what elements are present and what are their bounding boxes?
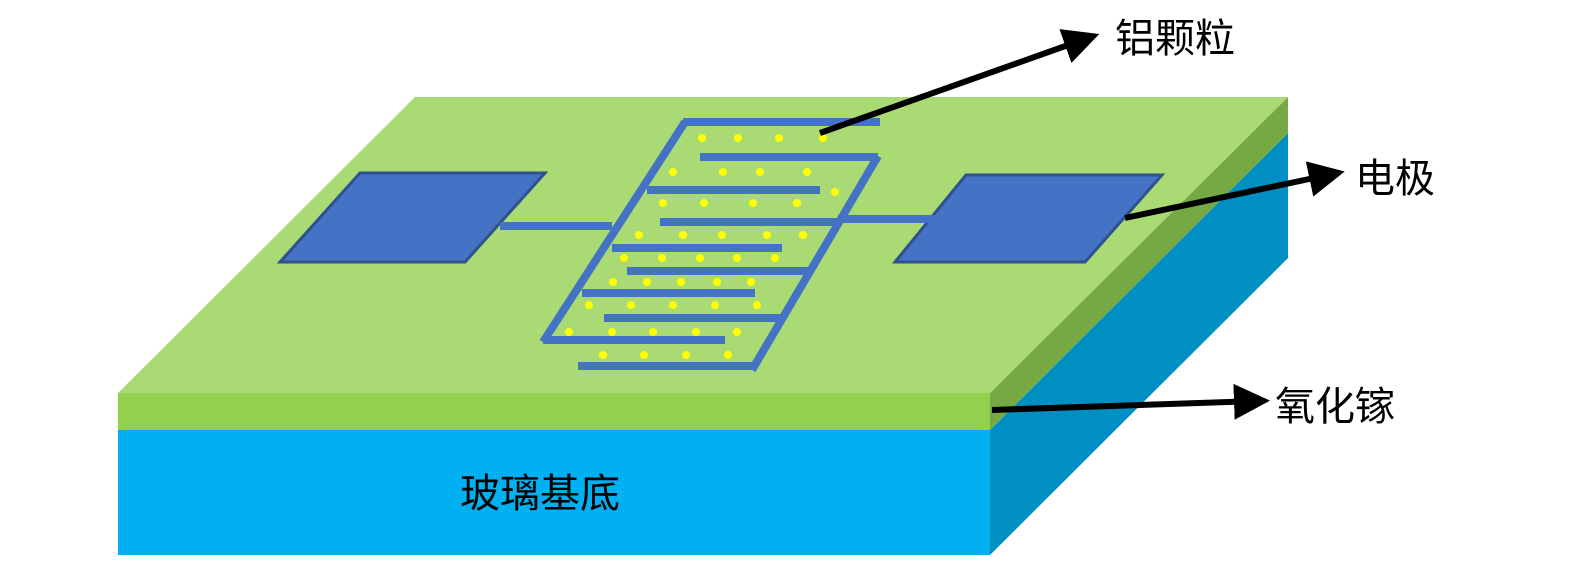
aluminum-particle (698, 134, 706, 142)
aluminum-particle (724, 351, 732, 359)
oxide-front-face (118, 393, 990, 430)
aluminum-particle (756, 168, 764, 176)
aluminum-particle (609, 278, 617, 286)
aluminum-particle (565, 328, 573, 336)
aluminum-particle (799, 231, 807, 239)
arrow-aluminum (818, 29, 1100, 136)
aluminum-particle (608, 328, 616, 336)
interdigitated-electrode (500, 118, 935, 373)
aluminum-particle (669, 168, 677, 176)
aluminum-particle (669, 301, 677, 309)
aluminum-particle (793, 199, 801, 207)
aluminum-particle (627, 301, 635, 309)
label-glass-substrate: 玻璃基底 (460, 471, 620, 517)
aluminum-particle (659, 199, 667, 207)
aluminum-particle (692, 328, 700, 336)
right-electrode-pad (891, 173, 1166, 264)
aluminum-particle (718, 231, 726, 239)
aluminum-particle (682, 351, 690, 359)
aluminum-particle (747, 278, 755, 286)
aluminum-particle (643, 278, 651, 286)
label-gallium-oxide: 氧化镓 (1275, 384, 1395, 430)
label-aluminum-particles: 铝颗粒 (1115, 16, 1235, 62)
glass-front-face (118, 430, 990, 555)
aluminum-particle (819, 134, 827, 142)
aluminum-particle (599, 351, 607, 359)
aluminum-particle (585, 301, 593, 309)
aluminum-particle (733, 254, 741, 262)
aluminum-particle (713, 278, 721, 286)
aluminum-particle (719, 168, 727, 176)
aluminum-particle (831, 188, 839, 196)
aluminum-particle (700, 199, 708, 207)
arrow-electrode (1124, 161, 1345, 221)
aluminum-particle (753, 301, 761, 309)
aluminum-particle (640, 351, 648, 359)
aluminum-particle (696, 254, 704, 262)
aluminum-particle (733, 328, 741, 336)
oxide-side-face (990, 97, 1288, 430)
arrow-gallium-oxide (991, 383, 1270, 420)
aluminum-particle (658, 254, 666, 262)
aluminum-particle (677, 278, 685, 286)
aluminum-particles (565, 134, 839, 359)
aluminum-particle (620, 254, 628, 262)
aluminum-particle (711, 301, 719, 309)
aluminum-particle (734, 134, 742, 142)
aluminum-particle (771, 254, 779, 262)
aluminum-particle (775, 134, 783, 142)
aluminum-particle (763, 231, 771, 239)
aluminum-particle (635, 231, 643, 239)
aluminum-particle (749, 199, 757, 207)
label-electrode: 电极 (1355, 156, 1435, 202)
glass-side-face (990, 133, 1288, 555)
left-electrode-pad (276, 171, 549, 264)
aluminum-particle (649, 328, 657, 336)
aluminum-particle (679, 231, 687, 239)
aluminum-particle (803, 168, 811, 176)
